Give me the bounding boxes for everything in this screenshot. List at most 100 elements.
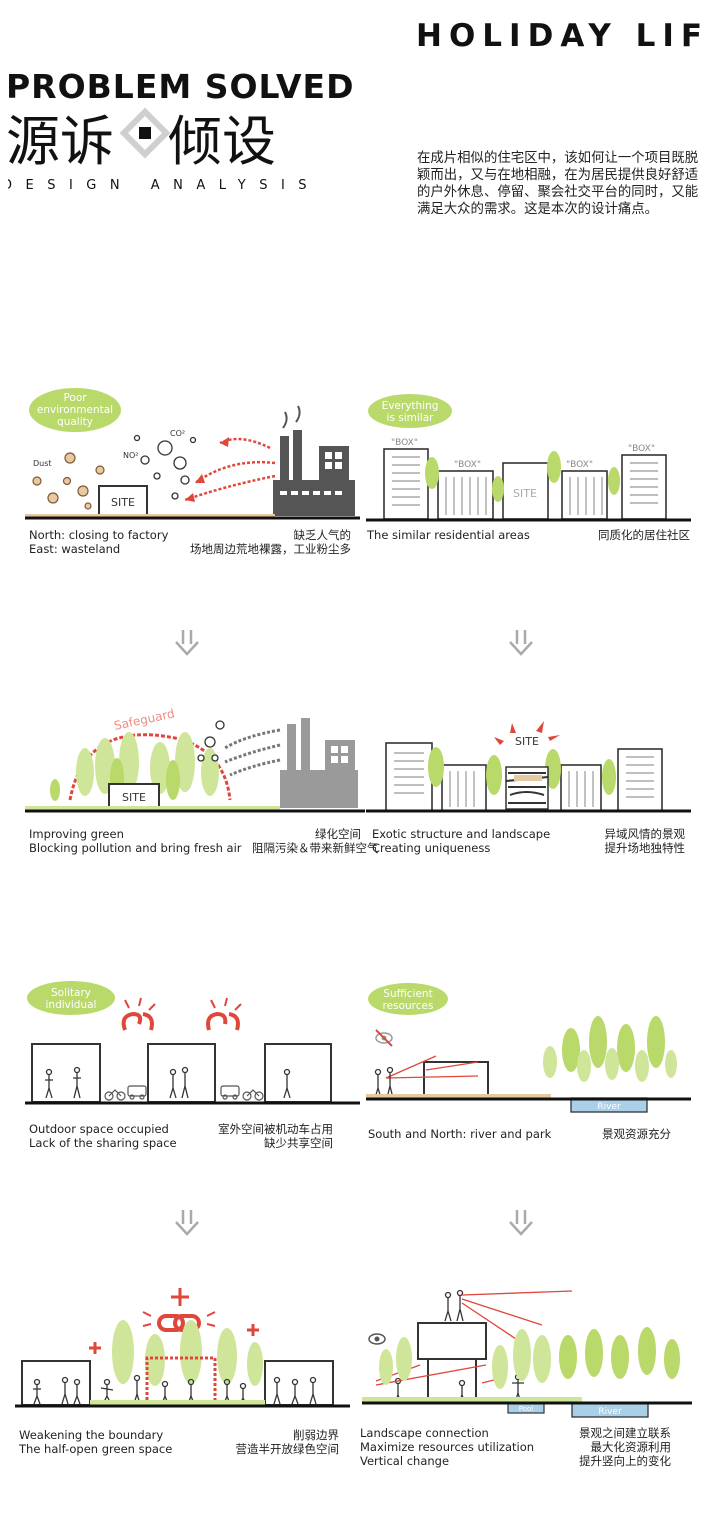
car-icon: [104, 1085, 264, 1101]
svg-text:SITE: SITE: [111, 496, 135, 509]
caption-cn: 场地周边荒地裸露，工业粉尘多: [190, 542, 351, 556]
site-box: SITE: [108, 783, 160, 809]
svg-text:Everything: Everything: [382, 400, 439, 412]
caption-en: East: wasteland: [29, 542, 121, 556]
caption-en: Blocking pollution and bring fresh air: [29, 841, 242, 855]
caption-cn: 异域风情的景观: [604, 827, 686, 841]
svg-text:SITE: SITE: [122, 791, 146, 804]
blocked-arrows-icon: [224, 728, 281, 777]
residential-boxes: [383, 448, 667, 520]
caption-en: Weakening the boundary: [19, 1428, 164, 1442]
svg-text:Safeguard: Safeguard: [113, 706, 176, 732]
sight-lines: [385, 1055, 479, 1079]
svg-text:NO²: NO²: [123, 451, 139, 460]
plus-icon: [89, 1288, 259, 1354]
building-box: [423, 1061, 489, 1099]
caption-cn: 缺少共享空间: [264, 1136, 333, 1150]
svg-text:River: River: [597, 1102, 621, 1112]
caption-cn: 营造半开放绿色空间: [235, 1442, 340, 1456]
caption-en: South and North: river and park: [368, 1127, 552, 1141]
caption-cn: 室外空间被机动车占用: [218, 1122, 333, 1136]
panel-poor-environment: Poor environmental quality Dust NO² CO² …: [25, 388, 360, 520]
svg-text:resources: resources: [383, 1000, 434, 1012]
caption-cn: 最大化资源利用: [590, 1440, 672, 1454]
pollution-arrows-icon: [184, 437, 276, 502]
caption-cn: 同质化的居住社区: [598, 528, 690, 542]
holiday-title: HOLIDAY LIFE: [416, 18, 711, 54]
caption-en: Maximize resources utilization: [360, 1440, 535, 1454]
cn-title-right: 倾设: [168, 110, 276, 173]
en-title: PROBLEM SOLVED: [8, 67, 354, 106]
panel-safeguard: Safeguard SITE: [25, 706, 365, 813]
bubble-sufficient: [368, 983, 448, 1015]
svg-text:SITE: SITE: [513, 487, 537, 500]
exotic-structure-icon: [505, 766, 549, 810]
gas-particles-icon: [133, 434, 197, 500]
tree-icon: [428, 747, 616, 795]
caption-cn: 景观资源充分: [602, 1127, 671, 1141]
tree-icon: [379, 1329, 551, 1389]
dashed-boundary: [145, 1356, 217, 1405]
person-icon: [374, 1066, 394, 1099]
svg-text:"BOX": "BOX": [391, 438, 418, 448]
highlight-rays-icon: [494, 721, 560, 745]
svg-text:quality: quality: [57, 416, 93, 428]
bubble-poor-quality: [29, 388, 121, 432]
svg-text:environmental: environmental: [37, 404, 113, 416]
crowd-icon: [33, 1374, 317, 1405]
caption-en: Exotic structure and landscape: [372, 827, 551, 841]
svg-text:Sufficient: Sufficient: [383, 988, 432, 1000]
panel-exotic-structure: SITE: [366, 721, 691, 813]
svg-text:SITE: SITE: [515, 735, 539, 748]
caption-en: Lack of the sharing space: [29, 1136, 177, 1150]
svg-text:Dust: Dust: [33, 459, 52, 468]
tree-icon: [112, 1320, 263, 1386]
caption-en: The similar residential areas: [367, 528, 530, 542]
bubble-solitary: [27, 981, 115, 1015]
tree-icon: [76, 732, 219, 796]
caption-cn: 提升竖向上的变化: [579, 1454, 671, 1468]
sub-title: DESIGN ANALYSIS: [8, 178, 320, 193]
person-icon: [45, 1066, 291, 1099]
caption-en: The half-open green space: [19, 1442, 173, 1456]
svg-text:CO²: CO²: [170, 429, 185, 438]
caption-cn: 缺乏人气的: [293, 528, 352, 542]
diamond-logo-icon: [119, 107, 171, 159]
eye-blocked-icon: [375, 1029, 393, 1047]
bubble-similar: [368, 394, 452, 428]
arrow-down-icon: [509, 1210, 533, 1236]
caption-en: Creating uniqueness: [372, 841, 491, 855]
panel-solitary: Solitary individual: [25, 981, 360, 1105]
tree-icon: [425, 451, 620, 502]
svg-text:individual: individual: [46, 999, 97, 1011]
arrow-down-icon: [175, 630, 199, 656]
caption-en: Outdoor space occupied: [29, 1122, 169, 1136]
site-box: SITE: [98, 485, 148, 517]
caption-cn: 景观之间建立联系: [579, 1426, 671, 1440]
caption-cn: 提升场地独特性: [604, 841, 686, 855]
caption-en: Landscape connection: [360, 1426, 489, 1440]
broken-link-icon: [121, 1011, 240, 1031]
caption-en: Improving green: [29, 827, 124, 841]
panel-landscape-connection: Pool River: [362, 1289, 692, 1418]
svg-text:Poor: Poor: [63, 392, 87, 404]
panel-weakening-boundary: [15, 1288, 350, 1408]
svg-text:"BOX": "BOX": [566, 460, 593, 470]
caption-cn: 绿化空间: [315, 827, 361, 841]
factory-icon: [280, 718, 358, 808]
arrow-down-icon: [509, 630, 533, 656]
svg-text:River: River: [598, 1407, 622, 1417]
svg-text:is similar: is similar: [387, 412, 435, 424]
caption-cn: 削弱边界: [293, 1428, 339, 1442]
panel-sufficient-resources: Sufficient resources River: [366, 983, 691, 1113]
eye-icon: [368, 1333, 386, 1345]
brand-block: PROBLEM SOLVED 源诉 倾设 DESIGN ANALYSIS: [2, 0, 368, 200]
caption-en: Vertical change: [360, 1454, 450, 1468]
panel-similar-residential: Everything is similar "BOX" "BOX" "BOX" …: [366, 394, 691, 522]
caption-cn: 阻隔污染＆带来新鲜空气: [252, 841, 379, 855]
elevated-platform: [417, 1322, 487, 1360]
factory-icon: [273, 405, 355, 516]
svg-text:"BOX": "BOX": [628, 444, 655, 454]
caption-en: North: closing to factory: [29, 528, 169, 542]
svg-text:Solitary: Solitary: [51, 987, 91, 999]
